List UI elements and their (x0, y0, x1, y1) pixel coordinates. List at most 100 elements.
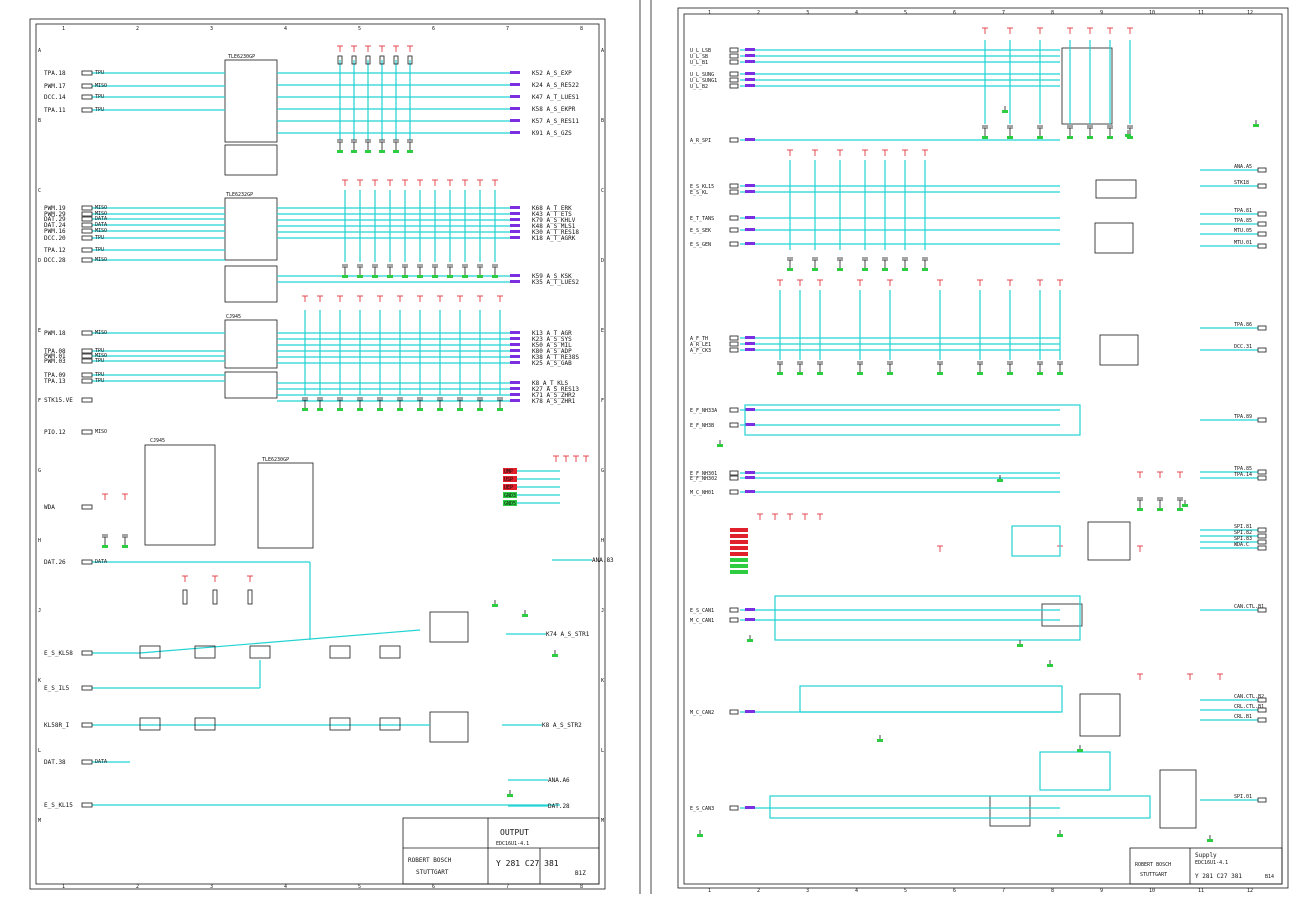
chip-can-2 (1079, 693, 1121, 737)
grid-col-label-bottom: 6 (432, 884, 435, 890)
input-signal-name: E_S_CAN3 (690, 806, 714, 812)
input-net-name: MISO (95, 228, 107, 234)
capacitor (377, 397, 383, 404)
ground-symbol (977, 368, 983, 375)
logic-gate (379, 645, 401, 659)
power-rail-label: USP (504, 477, 513, 483)
capacitor (497, 397, 503, 404)
output-connector (1257, 243, 1267, 249)
grid-col-label: 1 (62, 26, 65, 32)
output-signal: K8 A_T_KLS (532, 380, 569, 387)
input-connector (729, 422, 739, 428)
left-sheet-no: B1Z (575, 870, 586, 877)
net-label-tag (510, 381, 520, 384)
net-label-tag (745, 60, 755, 63)
net-label-tag (510, 361, 520, 364)
power-symbol (372, 179, 378, 186)
capacitor (1157, 497, 1163, 504)
ground-symbol (982, 132, 988, 139)
net-label-tag (510, 236, 520, 239)
output-signal: K47 A_T_LUES1 (532, 94, 579, 101)
power-rail-box (730, 534, 748, 538)
input-signal-name: PWM.29 (44, 211, 66, 218)
input-signal-name: E_S_GEN (690, 242, 711, 248)
power-symbol (797, 279, 803, 286)
output-signal: WDA.C (1234, 542, 1249, 548)
input-connector (81, 257, 93, 263)
ground-symbol (407, 146, 413, 153)
grid-col-label-bottom: 4 (855, 888, 858, 894)
power-rail-box (503, 500, 517, 506)
capacitor (462, 264, 468, 271)
net-label-tag (745, 216, 755, 219)
output-connector (1257, 527, 1267, 533)
input-signal-name: A_R_SPI (690, 138, 711, 144)
logic-gate (139, 645, 161, 659)
logic-gate (139, 717, 161, 731)
input-connector (729, 407, 739, 413)
ground-symbol (797, 368, 803, 375)
output-signal: K27 A_S_RES13 (532, 386, 579, 393)
left-title: OUTPUT (500, 828, 529, 837)
ground-symbol (497, 404, 503, 411)
net-label-tag (745, 72, 755, 75)
ground-symbol (432, 271, 438, 278)
chip-label: CJ945 (150, 438, 165, 444)
output-signal: K58 A_S_EKPR (532, 106, 576, 113)
input-connector (81, 372, 93, 378)
input-signal-name: PWM.16 (44, 228, 66, 235)
ground-symbol (317, 404, 323, 411)
net-label-tag (745, 608, 755, 611)
grid-col-label-bottom: 1 (62, 884, 65, 890)
input-connector (81, 107, 93, 113)
ground-symbol (1077, 745, 1083, 752)
capacitor (982, 125, 988, 132)
resistor (182, 589, 188, 605)
capacitor (857, 361, 863, 368)
power-symbol (1087, 27, 1093, 34)
grid-col-label-bottom: 7 (506, 884, 509, 890)
output-signal: CRL.B1 (1234, 714, 1252, 720)
output-connector (1257, 183, 1267, 189)
capacitor (393, 139, 399, 146)
input-signal-name: E_F_NH302 (690, 476, 717, 482)
ground-rail-box (730, 564, 748, 568)
power-rail-box (730, 552, 748, 556)
ground-symbol (357, 404, 363, 411)
input-signal-name: DAT.29 (44, 216, 66, 223)
ground-symbol (817, 368, 823, 375)
wire (139, 629, 421, 654)
power-symbol (182, 575, 188, 582)
output-signal: CAN.CTL.B1 (1234, 604, 1264, 610)
input-connector (81, 397, 93, 403)
input-connector (729, 335, 739, 341)
power-symbol (573, 455, 579, 462)
power-symbol (1137, 673, 1143, 680)
net-label-tag (510, 343, 520, 346)
net-label-tag (745, 348, 755, 351)
power-symbol (922, 149, 928, 156)
grid-row-label-right: M (601, 818, 604, 824)
capacitor (837, 257, 843, 264)
chip-label: TLE6230GP (262, 457, 289, 463)
right-subtitle: EDC16U1-4.1 (1195, 860, 1228, 866)
output-signal: STK18 (1234, 180, 1249, 186)
input-connector (729, 77, 739, 83)
chip-tle6232gp (224, 319, 278, 369)
input-signal-name: DCC.20 (44, 235, 66, 242)
input-net-name: DATA (95, 222, 107, 228)
input-signal-name: PWM.19 (44, 205, 66, 212)
grid-row-label-right: L (601, 748, 604, 754)
input-net-name: TPU (95, 107, 104, 113)
ground-symbol (402, 271, 408, 278)
power-rail-label: UEP (504, 485, 513, 491)
input-signal-name: WDA (44, 504, 55, 511)
input-connector (729, 215, 739, 221)
input-net-name: TPU (95, 372, 104, 378)
power-symbol (787, 149, 793, 156)
input-signal-name: U_L_SUNG (690, 72, 714, 78)
input-signal-name: KL58R_I (44, 722, 70, 729)
input-connector (729, 137, 739, 143)
net-label-tag (745, 190, 755, 193)
input-signal-name: M_C_CAN2 (690, 710, 714, 716)
